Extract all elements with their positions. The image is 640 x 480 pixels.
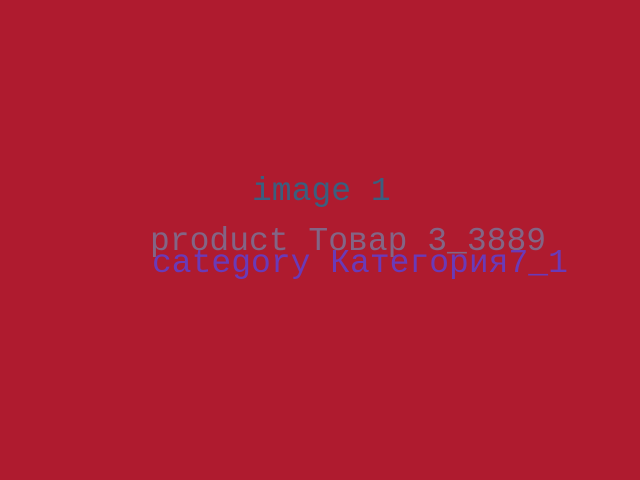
category-label: category Категория7_1	[152, 245, 568, 282]
product-label: product Товар 3_3889	[150, 223, 547, 260]
image-label: image 1	[252, 173, 391, 210]
